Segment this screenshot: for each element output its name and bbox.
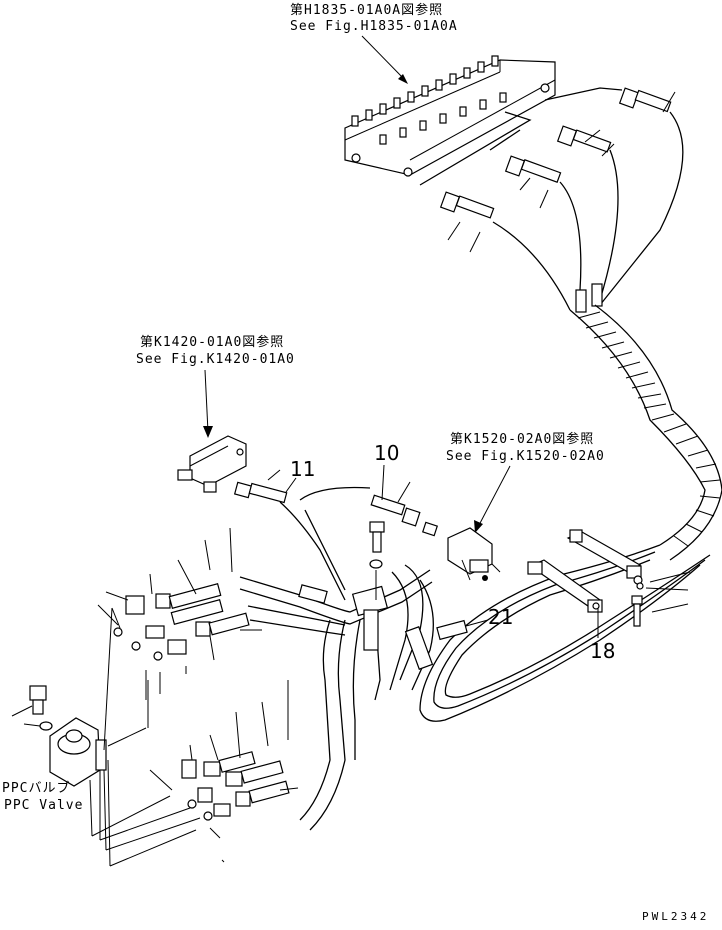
ppc-valve-label: PPCバルブ PPC Valve <box>2 780 83 813</box>
manifold-block <box>344 55 556 177</box>
solenoid-block <box>447 527 501 581</box>
arrow-h1835-head <box>398 74 408 84</box>
fitting-top-1 <box>618 87 672 113</box>
left-mid-fittings <box>97 527 262 700</box>
ppc-valve-jp: PPCバルブ <box>2 780 70 796</box>
ref-label-h1835: 第H1835-01A0A図参照 See Fig.H1835-01A0A <box>290 2 458 34</box>
manifold-ports <box>351 55 507 145</box>
part-number-11: 11 <box>290 457 315 481</box>
part-number-21: 21 <box>488 605 513 629</box>
arrow-k1520 <box>477 465 511 528</box>
ref-h1835-en: See Fig.H1835-01A0A <box>290 19 458 34</box>
bolt-center <box>369 521 385 600</box>
ref-label-k1420: 第K1420-01A0図参照 See Fig.K1420-01A0 <box>136 334 295 367</box>
arrow-k1420 <box>204 369 209 433</box>
drawing-code: PWL2342 <box>642 910 709 923</box>
arrow-h1835 <box>361 35 406 81</box>
ref-h1835-jp: 第H1835-01A0A図参照 <box>290 2 443 18</box>
spiral-wrap <box>569 304 722 561</box>
main-hose-bundle <box>239 486 711 831</box>
arrow-k1520-head <box>474 520 483 533</box>
spiral-coils <box>577 311 721 547</box>
bracket-lower-right <box>527 559 603 613</box>
part-10-hose <box>370 464 439 537</box>
ref-k1420-en: See Fig.K1420-01A0 <box>136 352 295 367</box>
ref-k1520-jp: 第K1520-02A0図参照 <box>450 431 594 447</box>
ref-k1420-jp: 第K1420-01A0図参照 <box>140 334 284 350</box>
ref-label-k1520: 第K1520-02A0図参照 See Fig.K1520-02A0 <box>446 431 605 464</box>
ppc-valve <box>11 607 201 867</box>
fitting-top-3 <box>504 155 562 183</box>
ref-k1520-en: See Fig.K1520-02A0 <box>446 449 605 464</box>
upper-hoses <box>419 87 684 313</box>
ref-arrows <box>203 35 511 533</box>
arrow-k1420-head <box>203 426 213 438</box>
fitting-top-2 <box>556 125 612 153</box>
bolt-right <box>631 582 689 627</box>
lower-fittings <box>149 680 299 863</box>
part-11-hose <box>233 469 297 504</box>
fitting-top-4 <box>439 191 495 219</box>
bracket-upper-right <box>566 529 691 585</box>
upper-hose-fittings <box>439 87 676 253</box>
part-number-10: 10 <box>374 441 399 465</box>
ppc-valve-en: PPC Valve <box>4 798 83 813</box>
valve-block-left <box>177 435 247 493</box>
part-21-fitting <box>436 619 489 641</box>
part-number-18: 18 <box>590 639 615 663</box>
